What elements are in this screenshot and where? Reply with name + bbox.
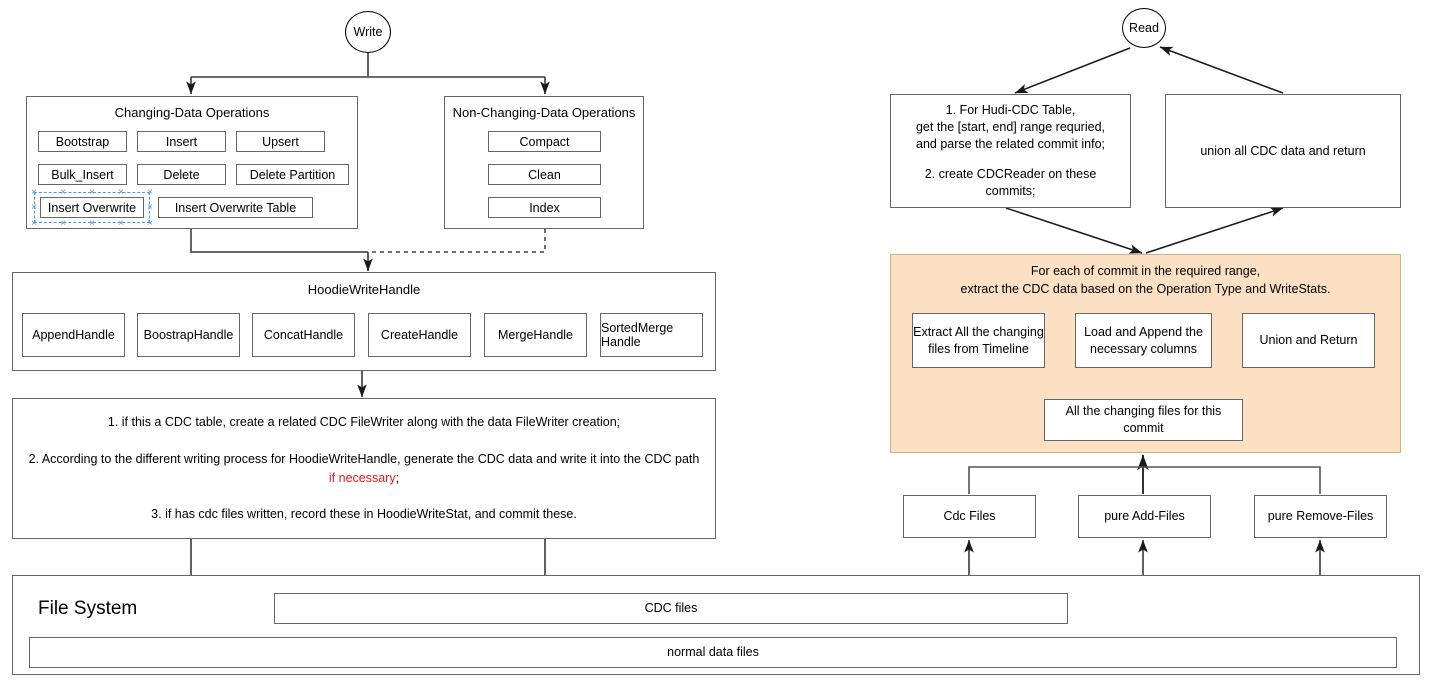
extract-changing-files-label: Extract All the changing files from Time… [913, 324, 1044, 356]
read-step-4: 2. create CDCReader on these [924, 166, 1097, 181]
handle-create[interactable]: CreateHandle [368, 313, 471, 357]
cdc-write-step-2-tail: ; [395, 470, 400, 485]
read-start-node[interactable]: Read [1122, 8, 1166, 48]
read-step-3: and parse the related commit info; [916, 137, 1105, 152]
operation-delete[interactable]: Delete [137, 164, 226, 185]
union-all-cdc-box[interactable]: union all CDC data and return [1165, 94, 1401, 208]
operation-upsert[interactable]: Upsert [236, 131, 325, 152]
operation-bulk-insert[interactable]: Bulk_Insert [38, 164, 127, 185]
handle-label: MergeHandle [497, 328, 574, 342]
operation-label: Insert Overwrite [47, 200, 137, 215]
operation-label: Delete Partition [249, 167, 336, 182]
operation-label: Insert [165, 134, 198, 149]
handle-append[interactable]: AppendHandle [22, 313, 125, 357]
cdc-write-steps-box: 1. if this a CDC table, create a related… [12, 398, 716, 539]
write-start-label: Write [353, 25, 383, 39]
pure-add-files-label: pure Add-Files [1104, 509, 1185, 524]
operation-insert-overwrite-table[interactable]: Insert Overwrite Table [158, 197, 313, 218]
operation-label: Compact [519, 134, 570, 149]
read-step-1: 1. For Hudi-CDC Table, [945, 103, 1076, 118]
load-append-columns-label: Load and Append the necessary columns [1084, 324, 1203, 356]
cdc-write-step-2: 2. According to the different writing pr… [27, 450, 701, 488]
hoodie-write-handle-title: HoodieWriteHandle [307, 282, 421, 297]
all-changing-files-box[interactable]: All the changing files for this commit [1044, 399, 1243, 441]
operation-index[interactable]: Index [488, 197, 601, 218]
handle-label: ConcatHandle [263, 328, 344, 342]
operation-insert[interactable]: Insert [137, 131, 226, 152]
read-step-5: commits; [985, 183, 1036, 198]
operation-insert-overwrite[interactable]: Insert Overwrite [40, 197, 144, 218]
union-all-cdc-label: union all CDC data and return [1200, 143, 1366, 158]
operation-label: Insert Overwrite Table [174, 200, 297, 215]
cdc-files-source-label: Cdc Files [943, 509, 996, 524]
operation-delete-partition[interactable]: Delete Partition [236, 164, 349, 185]
extract-changing-files-box[interactable]: Extract All the changing files from Time… [912, 313, 1045, 368]
handle-bootstrap[interactable]: BoostrapHandle [137, 313, 240, 357]
read-step-box[interactable]: 1. For Hudi-CDC Table, get the [start, e… [890, 94, 1131, 208]
pure-remove-files-box[interactable]: pure Remove-Files [1254, 495, 1387, 538]
cdc-files-store[interactable]: CDC files [274, 593, 1068, 624]
file-system-label: File System [38, 598, 138, 619]
normal-data-files-store-label: normal data files [667, 645, 759, 660]
union-and-return-box[interactable]: Union and Return [1242, 313, 1375, 368]
non-changing-data-operations-title: Non-Changing-Data Operations [452, 105, 636, 120]
pure-add-files-box[interactable]: pure Add-Files [1078, 495, 1211, 538]
cdc-files-source-box[interactable]: Cdc Files [903, 495, 1036, 538]
per-commit-extract-title: For each of commit in the required range… [890, 262, 1401, 298]
handle-label: CreateHandle [380, 328, 459, 342]
cdc-write-step-1: 1. if this a CDC table, create a related… [107, 415, 621, 429]
handle-merge[interactable]: MergeHandle [484, 313, 587, 357]
cdc-write-step-2-text: 2. According to the different writing pr… [28, 451, 700, 466]
write-start-node[interactable]: Write [345, 11, 391, 53]
handle-label: BoostrapHandle [143, 328, 234, 342]
per-commit-title-line-1: For each of commit in the required range… [1030, 264, 1261, 278]
cdc-write-step-2-highlight: if necessary [328, 470, 396, 485]
changing-data-operations-title: Changing-Data Operations [114, 105, 270, 120]
handle-sorted-merge[interactable]: SortedMerge Handle [600, 313, 703, 357]
operation-compact[interactable]: Compact [488, 131, 601, 152]
operation-clean[interactable]: Clean [488, 164, 601, 185]
operation-label: Bootstrap [55, 134, 110, 149]
hoodie-write-handle-group [12, 272, 716, 371]
handle-label: SortedMerge Handle [601, 321, 674, 349]
operation-label: Delete [163, 167, 200, 182]
handle-label: AppendHandle [32, 328, 115, 342]
load-append-columns-box[interactable]: Load and Append the necessary columns [1075, 313, 1212, 368]
union-and-return-label: Union and Return [1259, 333, 1358, 348]
operation-label: Index [529, 200, 560, 215]
read-start-label: Read [1129, 21, 1159, 35]
cdc-files-store-label: CDC files [644, 601, 698, 616]
operation-label: Bulk_Insert [51, 167, 114, 182]
cdc-write-step-3: 3. if has cdc files written, record thes… [151, 507, 577, 522]
per-commit-title-line-2: extract the CDC data based on the Operat… [960, 282, 1331, 297]
operation-label: Upsert [262, 134, 299, 149]
operation-label: Clean [528, 167, 561, 182]
all-changing-files-label: All the changing files for this commit [1065, 404, 1222, 435]
pure-remove-files-label: pure Remove-Files [1267, 509, 1374, 524]
read-step-2: get the [start, end] range requried, [915, 120, 1105, 135]
handle-concat[interactable]: ConcatHandle [252, 313, 355, 357]
normal-data-files-store[interactable]: normal data files [29, 637, 1397, 668]
operation-bootstrap[interactable]: Bootstrap [38, 131, 127, 152]
